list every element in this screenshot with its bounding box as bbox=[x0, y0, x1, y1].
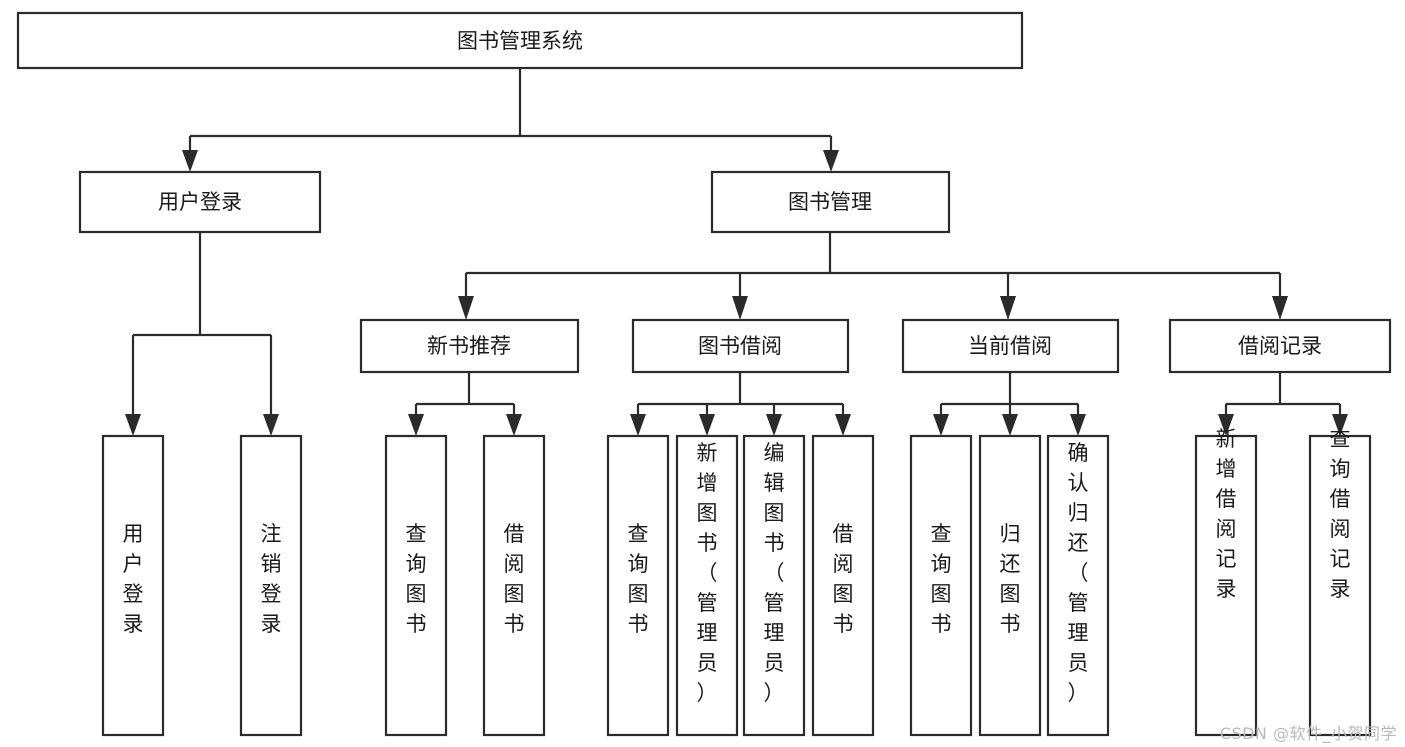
node-book-borrow[interactable]: 图书借阅 bbox=[631, 318, 850, 374]
leaf-borrow-book-2-box[interactable] bbox=[811, 434, 875, 737]
leaf-return-book-label: 归还图书 bbox=[1000, 522, 1021, 636]
leaf-add-record[interactable]: 新增借阅记录 bbox=[1194, 427, 1258, 737]
leaf-confirm-return[interactable]: 确认归还（管理员） bbox=[1046, 434, 1110, 737]
leaf-add-record-label: 新增借阅记录 bbox=[1216, 427, 1237, 601]
leaf-confirm-return-box[interactable] bbox=[1046, 434, 1110, 737]
leaf-logout-login-box[interactable] bbox=[239, 434, 303, 737]
user-login-box[interactable] bbox=[78, 170, 322, 234]
node-root[interactable]: 图书管理系统 bbox=[16, 11, 1024, 70]
leaf-query-book-2-box[interactable] bbox=[606, 434, 670, 737]
leaf-query-book-1-box[interactable] bbox=[384, 434, 448, 737]
leaf-query-record[interactable]: 查询借阅记录 bbox=[1308, 427, 1372, 737]
current-borrow-label: 当前借阅 bbox=[968, 334, 1052, 358]
leaf-add-book-box[interactable] bbox=[675, 434, 739, 737]
book-management-label: 图书管理 bbox=[788, 190, 872, 214]
node-user-login[interactable]: 用户登录 bbox=[78, 170, 322, 234]
connector-user-login-to-leaves bbox=[125, 232, 279, 436]
leaf-logout-login[interactable]: 注销登录 bbox=[239, 434, 303, 737]
node-new-book-recommend[interactable]: 新书推荐 bbox=[359, 318, 580, 374]
leaf-query-book-2[interactable]: 查询图书 bbox=[606, 434, 670, 737]
leaf-add-book[interactable]: 新增图书（管理员） bbox=[675, 434, 739, 737]
leaf-return-book[interactable]: 归还图书 bbox=[978, 434, 1042, 737]
root-box[interactable] bbox=[16, 11, 1024, 70]
leaf-query-record-box[interactable] bbox=[1308, 434, 1372, 737]
leaf-return-book-box[interactable] bbox=[978, 434, 1042, 737]
leaf-query-book-1[interactable]: 查询图书 bbox=[384, 434, 448, 737]
leaf-confirm-return-label: 确认归还（管理员） bbox=[1068, 441, 1089, 705]
leaf-add-book-label: 新增图书（管理员） bbox=[697, 441, 718, 705]
leaf-logout-login-label: 注销登录 bbox=[261, 522, 282, 636]
leaf-query-record-label: 查询借阅记录 bbox=[1330, 427, 1351, 601]
node-borrow-record[interactable]: 借阅记录 bbox=[1168, 318, 1392, 374]
leaf-borrow-book-2-label: 借阅图书 bbox=[833, 522, 854, 636]
new-book-recommend-box[interactable] bbox=[359, 318, 580, 374]
node-current-borrow[interactable]: 当前借阅 bbox=[901, 318, 1120, 374]
node-book-management[interactable]: 图书管理 bbox=[710, 170, 951, 234]
user-login-label: 用户登录 bbox=[158, 190, 242, 214]
leaf-borrow-book-1-box[interactable] bbox=[482, 434, 546, 737]
root-label: 图书管理系统 bbox=[457, 29, 583, 53]
leaf-query-book-3[interactable]: 查询图书 bbox=[909, 434, 973, 737]
leaf-borrow-book-2[interactable]: 借阅图书 bbox=[811, 434, 875, 737]
leaf-query-book-3-label: 查询图书 bbox=[931, 522, 952, 636]
new-book-recommend-label: 新书推荐 bbox=[427, 334, 511, 358]
connector-current-borrow-to-leaves bbox=[933, 372, 1086, 436]
leaf-borrow-book-1-label: 借阅图书 bbox=[504, 522, 525, 636]
book-borrow-label: 图书借阅 bbox=[698, 334, 782, 358]
connector-borrow-record-to-leaves bbox=[1218, 372, 1348, 436]
csdn-watermark: CSDN @软件_小贺同学 bbox=[1219, 724, 1397, 743]
leaf-query-book-2-label: 查询图书 bbox=[628, 522, 649, 636]
connector-new-book-recommend-to-leaves bbox=[408, 372, 522, 436]
leaf-user-login-box[interactable] bbox=[101, 434, 165, 737]
leaf-edit-book-box[interactable] bbox=[742, 434, 806, 737]
connector-root-to-level2 bbox=[182, 68, 839, 172]
leaf-query-book-1-label: 查询图书 bbox=[406, 522, 427, 636]
leaf-user-login-label: 用户登录 bbox=[123, 522, 144, 636]
connector-book-management-to-level3 bbox=[458, 232, 1288, 320]
connector-book-borrow-to-leaves bbox=[630, 372, 851, 436]
borrow-record-label: 借阅记录 bbox=[1238, 334, 1322, 358]
leaf-user-login[interactable]: 用户登录 bbox=[101, 434, 165, 737]
leaf-edit-book-label: 编辑图书（管理员） bbox=[764, 441, 785, 705]
leaf-query-book-3-box[interactable] bbox=[909, 434, 973, 737]
leaf-add-record-box[interactable] bbox=[1194, 434, 1258, 737]
current-borrow-box[interactable] bbox=[901, 318, 1120, 374]
leaf-borrow-book-1[interactable]: 借阅图书 bbox=[482, 434, 546, 737]
leaf-edit-book[interactable]: 编辑图书（管理员） bbox=[742, 434, 806, 737]
